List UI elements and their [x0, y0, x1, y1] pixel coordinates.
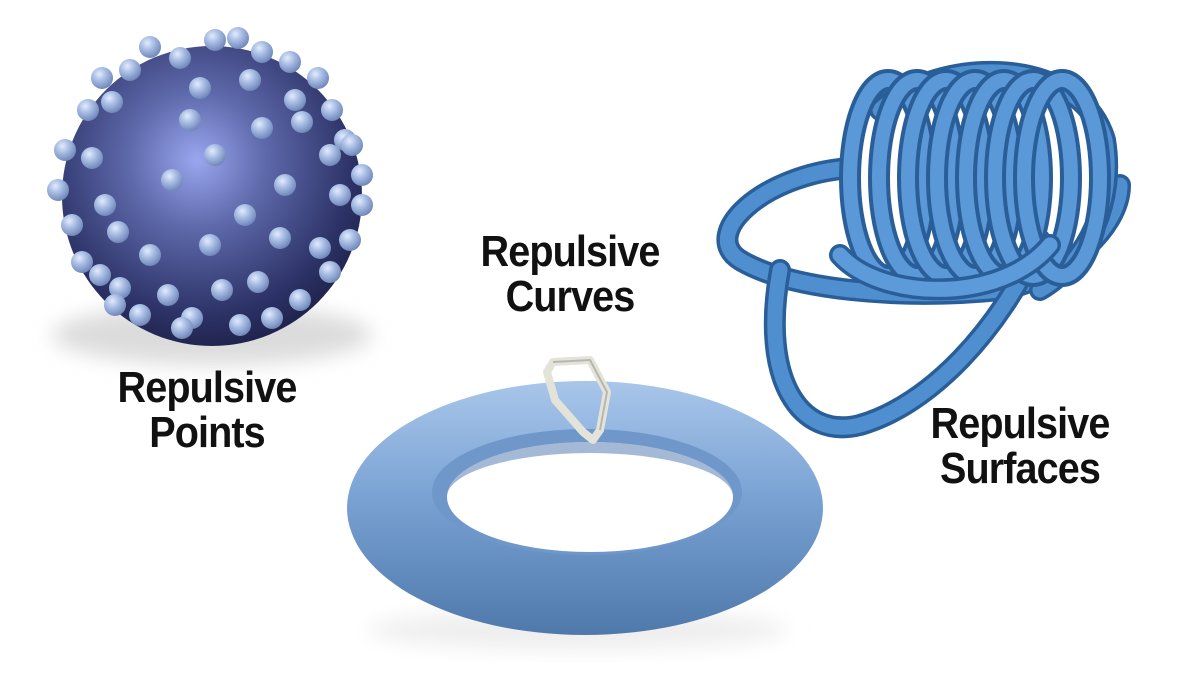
- particle-19: [179, 109, 201, 131]
- particle-41: [89, 264, 111, 286]
- label-curves-line2: Curves: [505, 271, 636, 321]
- linked-curve-shadow: [552, 359, 608, 431]
- tube-coils: [839, 69, 1111, 287]
- particle-38: [309, 237, 331, 259]
- particle-39: [339, 229, 361, 251]
- label-curves-line1: Repulsive: [480, 227, 661, 276]
- particle-15: [321, 99, 343, 121]
- particle-10: [77, 99, 99, 121]
- particle-43: [157, 284, 179, 306]
- label-points-line2: Points: [149, 407, 266, 457]
- particle-21: [251, 117, 273, 139]
- label-surfaces-line2: Surfaces: [939, 443, 1101, 493]
- particle-11: [101, 91, 123, 113]
- particle-36: [199, 234, 221, 256]
- particle-8: [119, 59, 141, 81]
- surfaces-group: [716, 60, 1131, 439]
- points-group: [47, 27, 373, 365]
- label-surfaces-line1: Repulsive: [930, 399, 1111, 448]
- particle-47: [319, 261, 341, 283]
- tube-lower-loop: [767, 232, 1048, 435]
- particle-23: [319, 144, 341, 166]
- curves-group: [347, 356, 823, 650]
- particle-17: [54, 139, 76, 161]
- particle-20: [204, 144, 226, 166]
- particle-26: [47, 179, 69, 201]
- particle-24: [341, 134, 363, 156]
- coil-ring-7: [1017, 73, 1107, 283]
- particle-31: [329, 184, 351, 206]
- label-repulsive-points: Repulsive Points: [104, 363, 311, 457]
- particle-7: [91, 67, 113, 89]
- particle-13: [239, 69, 261, 91]
- particle-18: [81, 147, 103, 169]
- particle-51: [104, 294, 126, 316]
- particle-37: [269, 227, 291, 249]
- particle-52: [229, 314, 251, 336]
- particle-28: [161, 169, 183, 191]
- particle-30: [274, 174, 296, 196]
- particle-34: [107, 221, 129, 243]
- particle-53: [171, 317, 193, 339]
- particle-12: [189, 77, 211, 99]
- particle-42: [109, 277, 131, 299]
- particle-40: [71, 251, 93, 273]
- particle-32: [351, 194, 373, 216]
- coil-ring-6: [988, 73, 1078, 283]
- sphere-particles: [47, 27, 373, 339]
- torus-hole: [447, 442, 733, 552]
- particle-44: [211, 279, 233, 301]
- particle-6: [307, 67, 329, 89]
- label-repulsive-curves: Repulsive Curves: [467, 227, 674, 321]
- particle-5: [279, 51, 301, 73]
- blue-sphere: [62, 46, 362, 346]
- particle-50: [129, 304, 151, 326]
- particle-14: [284, 89, 306, 111]
- torus-hole-shading: [447, 442, 733, 497]
- particle-4: [251, 41, 273, 63]
- particle-49: [261, 307, 283, 329]
- particle-29: [234, 204, 256, 226]
- particle-45: [247, 271, 269, 293]
- particle-25: [351, 164, 373, 186]
- particle-9: [169, 47, 191, 69]
- tube-front-arc: [832, 237, 1058, 297]
- particle-3: [227, 27, 249, 49]
- particle-33: [61, 214, 83, 236]
- particle-1: [139, 36, 161, 58]
- particle-22: [291, 111, 313, 133]
- label-repulsive-surfaces: Repulsive Surfaces: [917, 399, 1124, 493]
- particle-27: [94, 194, 116, 216]
- particle-46: [289, 289, 311, 311]
- label-points-line1: Repulsive: [117, 363, 298, 412]
- particle-2: [204, 29, 226, 51]
- particle-35: [139, 244, 161, 266]
